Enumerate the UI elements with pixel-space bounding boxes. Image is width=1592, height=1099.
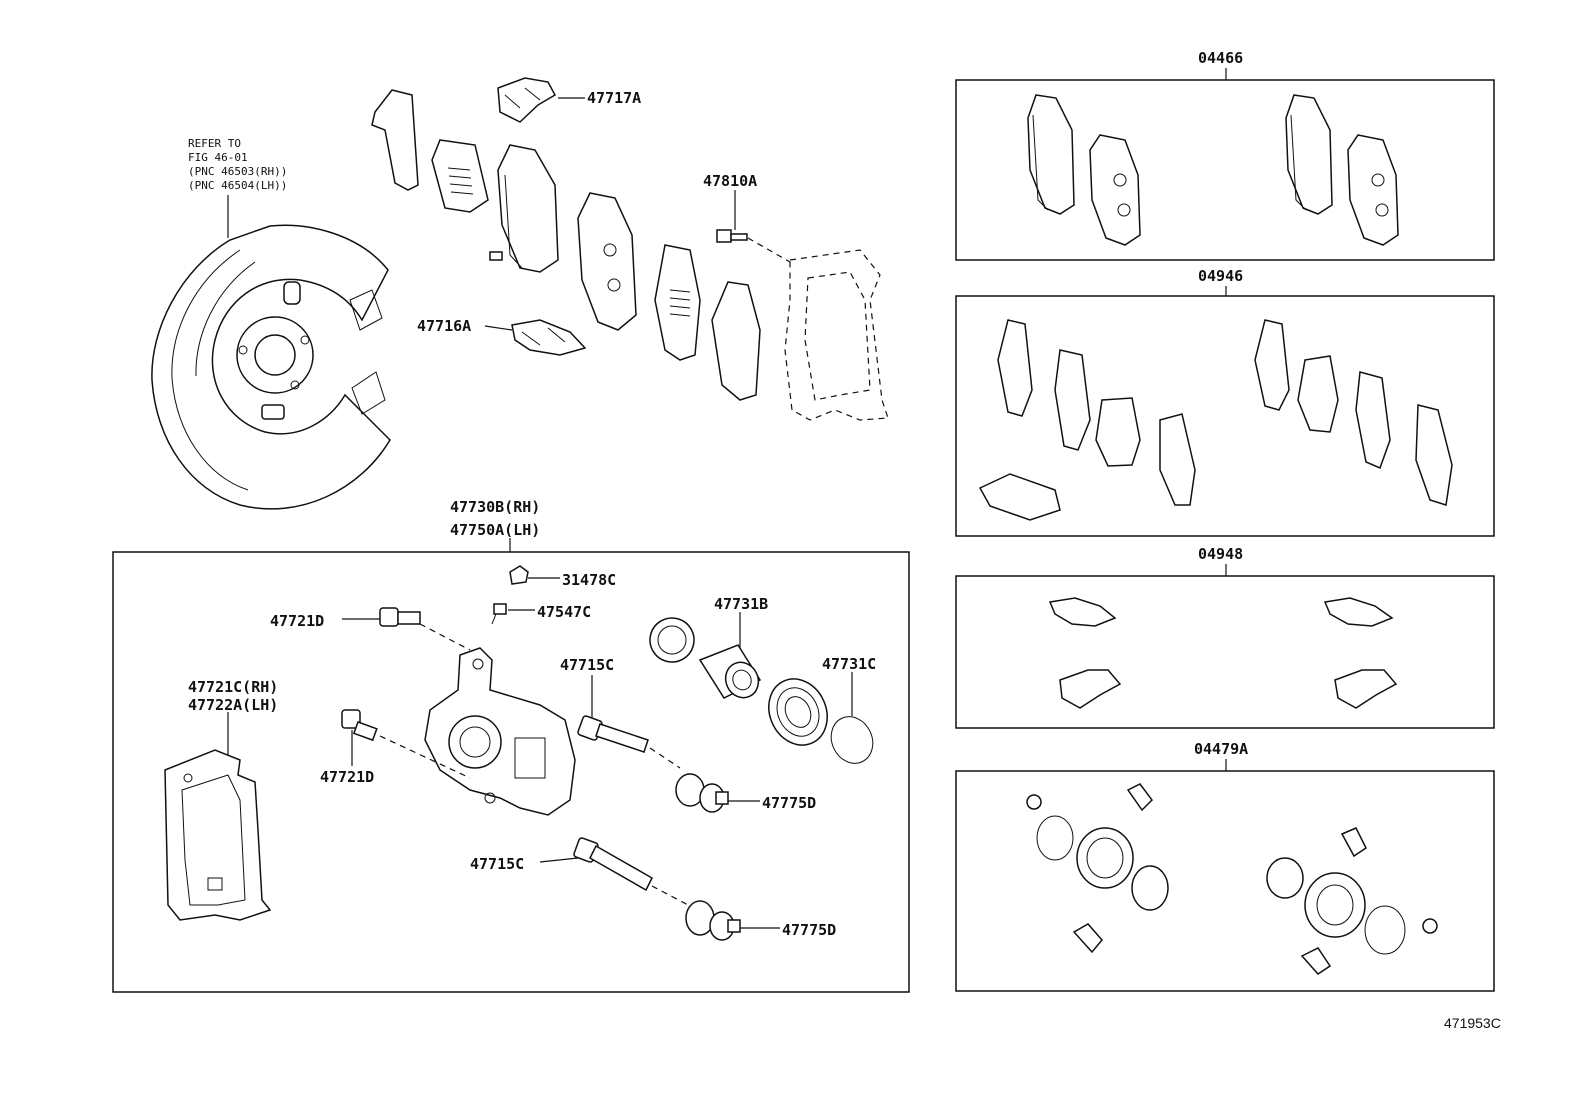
refer-note-line2: FIG 46-01 xyxy=(188,151,248,164)
shim-plain xyxy=(711,281,761,401)
kit-box-04948 xyxy=(955,575,1495,729)
refer-note-line4: (PNC 46504(LH)) xyxy=(188,179,287,192)
label-47721C: 47721C(RH) xyxy=(188,678,278,696)
kit-label-04479A: 04479A xyxy=(1194,740,1248,758)
label-47775D-lower: 47775D xyxy=(782,921,836,939)
kit-04948: 04948 xyxy=(955,545,1495,729)
upper-pad-group: 47717A 47716A 47810A xyxy=(371,77,889,421)
label-47717A: 47717A xyxy=(587,89,641,107)
refer-note-line1: REFER TO xyxy=(188,137,241,150)
kit-04479A: 04479A xyxy=(955,740,1495,992)
kit-box-04946 xyxy=(955,295,1495,537)
caliper-assembly-frame xyxy=(112,551,910,993)
kit-04466: 04466 xyxy=(955,49,1495,261)
anti-squeal-shim-2 xyxy=(654,244,701,361)
brake-pad-outer xyxy=(577,192,637,331)
label-47722A: 47722A(LH) xyxy=(188,696,278,714)
label-47716A: 47716A xyxy=(417,317,471,335)
kit-label-04466: 04466 xyxy=(1198,49,1243,67)
bleeder-plug xyxy=(491,603,507,625)
caliper-bolt-upper xyxy=(379,607,421,627)
label-47731C: 47731C xyxy=(822,655,876,673)
kit-label-04946: 04946 xyxy=(1198,267,1243,285)
label-47715C-lower: 47715C xyxy=(470,855,524,873)
kit-box-04479A xyxy=(955,770,1495,992)
label-47775D-upper: 47775D xyxy=(762,794,816,812)
caliper-mounting-bracket xyxy=(164,749,272,921)
caliper-assembly: 47730B(RH) 47750A(LH) 31478C 47547C 4772… xyxy=(112,498,910,993)
kit-box-04466 xyxy=(955,79,1495,261)
label-47810A: 47810A xyxy=(703,172,757,190)
refer-note-line3: (PNC 46503(RH)) xyxy=(188,165,287,178)
cylinder-boot xyxy=(768,678,828,746)
caliper-bracket-ghost xyxy=(784,249,889,421)
label-47721D-upper: 47721D xyxy=(270,612,324,630)
bleeder-cap xyxy=(509,565,529,585)
shim-outer xyxy=(371,89,419,191)
caliper-piston xyxy=(698,644,762,699)
label-47731B: 47731B xyxy=(714,595,768,613)
label-47750A: 47750A(LH) xyxy=(450,521,540,539)
label-47715C-upper: 47715C xyxy=(560,656,614,674)
piston-seal-ring xyxy=(649,617,695,663)
slide-pin-upper xyxy=(577,715,649,753)
label-47547C: 47547C xyxy=(537,603,591,621)
caliper-cylinder-body xyxy=(424,647,576,816)
label-31478C: 31478C xyxy=(562,571,616,589)
kit-label-04948: 04948 xyxy=(1198,545,1243,563)
pad-support-plate-lower xyxy=(511,319,587,356)
brake-pad-inner xyxy=(489,144,559,273)
slide-pin-lower xyxy=(573,837,653,892)
caliper-bolt-lower xyxy=(341,709,378,742)
label-47730B: 47730B(RH) xyxy=(450,498,540,516)
label-47721D-lower: 47721D xyxy=(320,768,374,786)
catalog-id: 471953C xyxy=(1444,1015,1501,1031)
pad-support-plate-upper xyxy=(497,77,557,123)
kit-04946: 04946 xyxy=(955,267,1495,537)
anti-squeal-shim-slotted xyxy=(431,139,489,213)
mounting-bolt-47810A xyxy=(716,229,748,243)
slide-bushing-upper xyxy=(675,773,729,813)
slide-bushing-lower xyxy=(685,900,741,941)
boot-set-ring xyxy=(830,716,874,764)
disc-brake-dust-shield: REFER TO FIG 46-01 (PNC 46503(RH)) (PNC … xyxy=(151,137,391,510)
